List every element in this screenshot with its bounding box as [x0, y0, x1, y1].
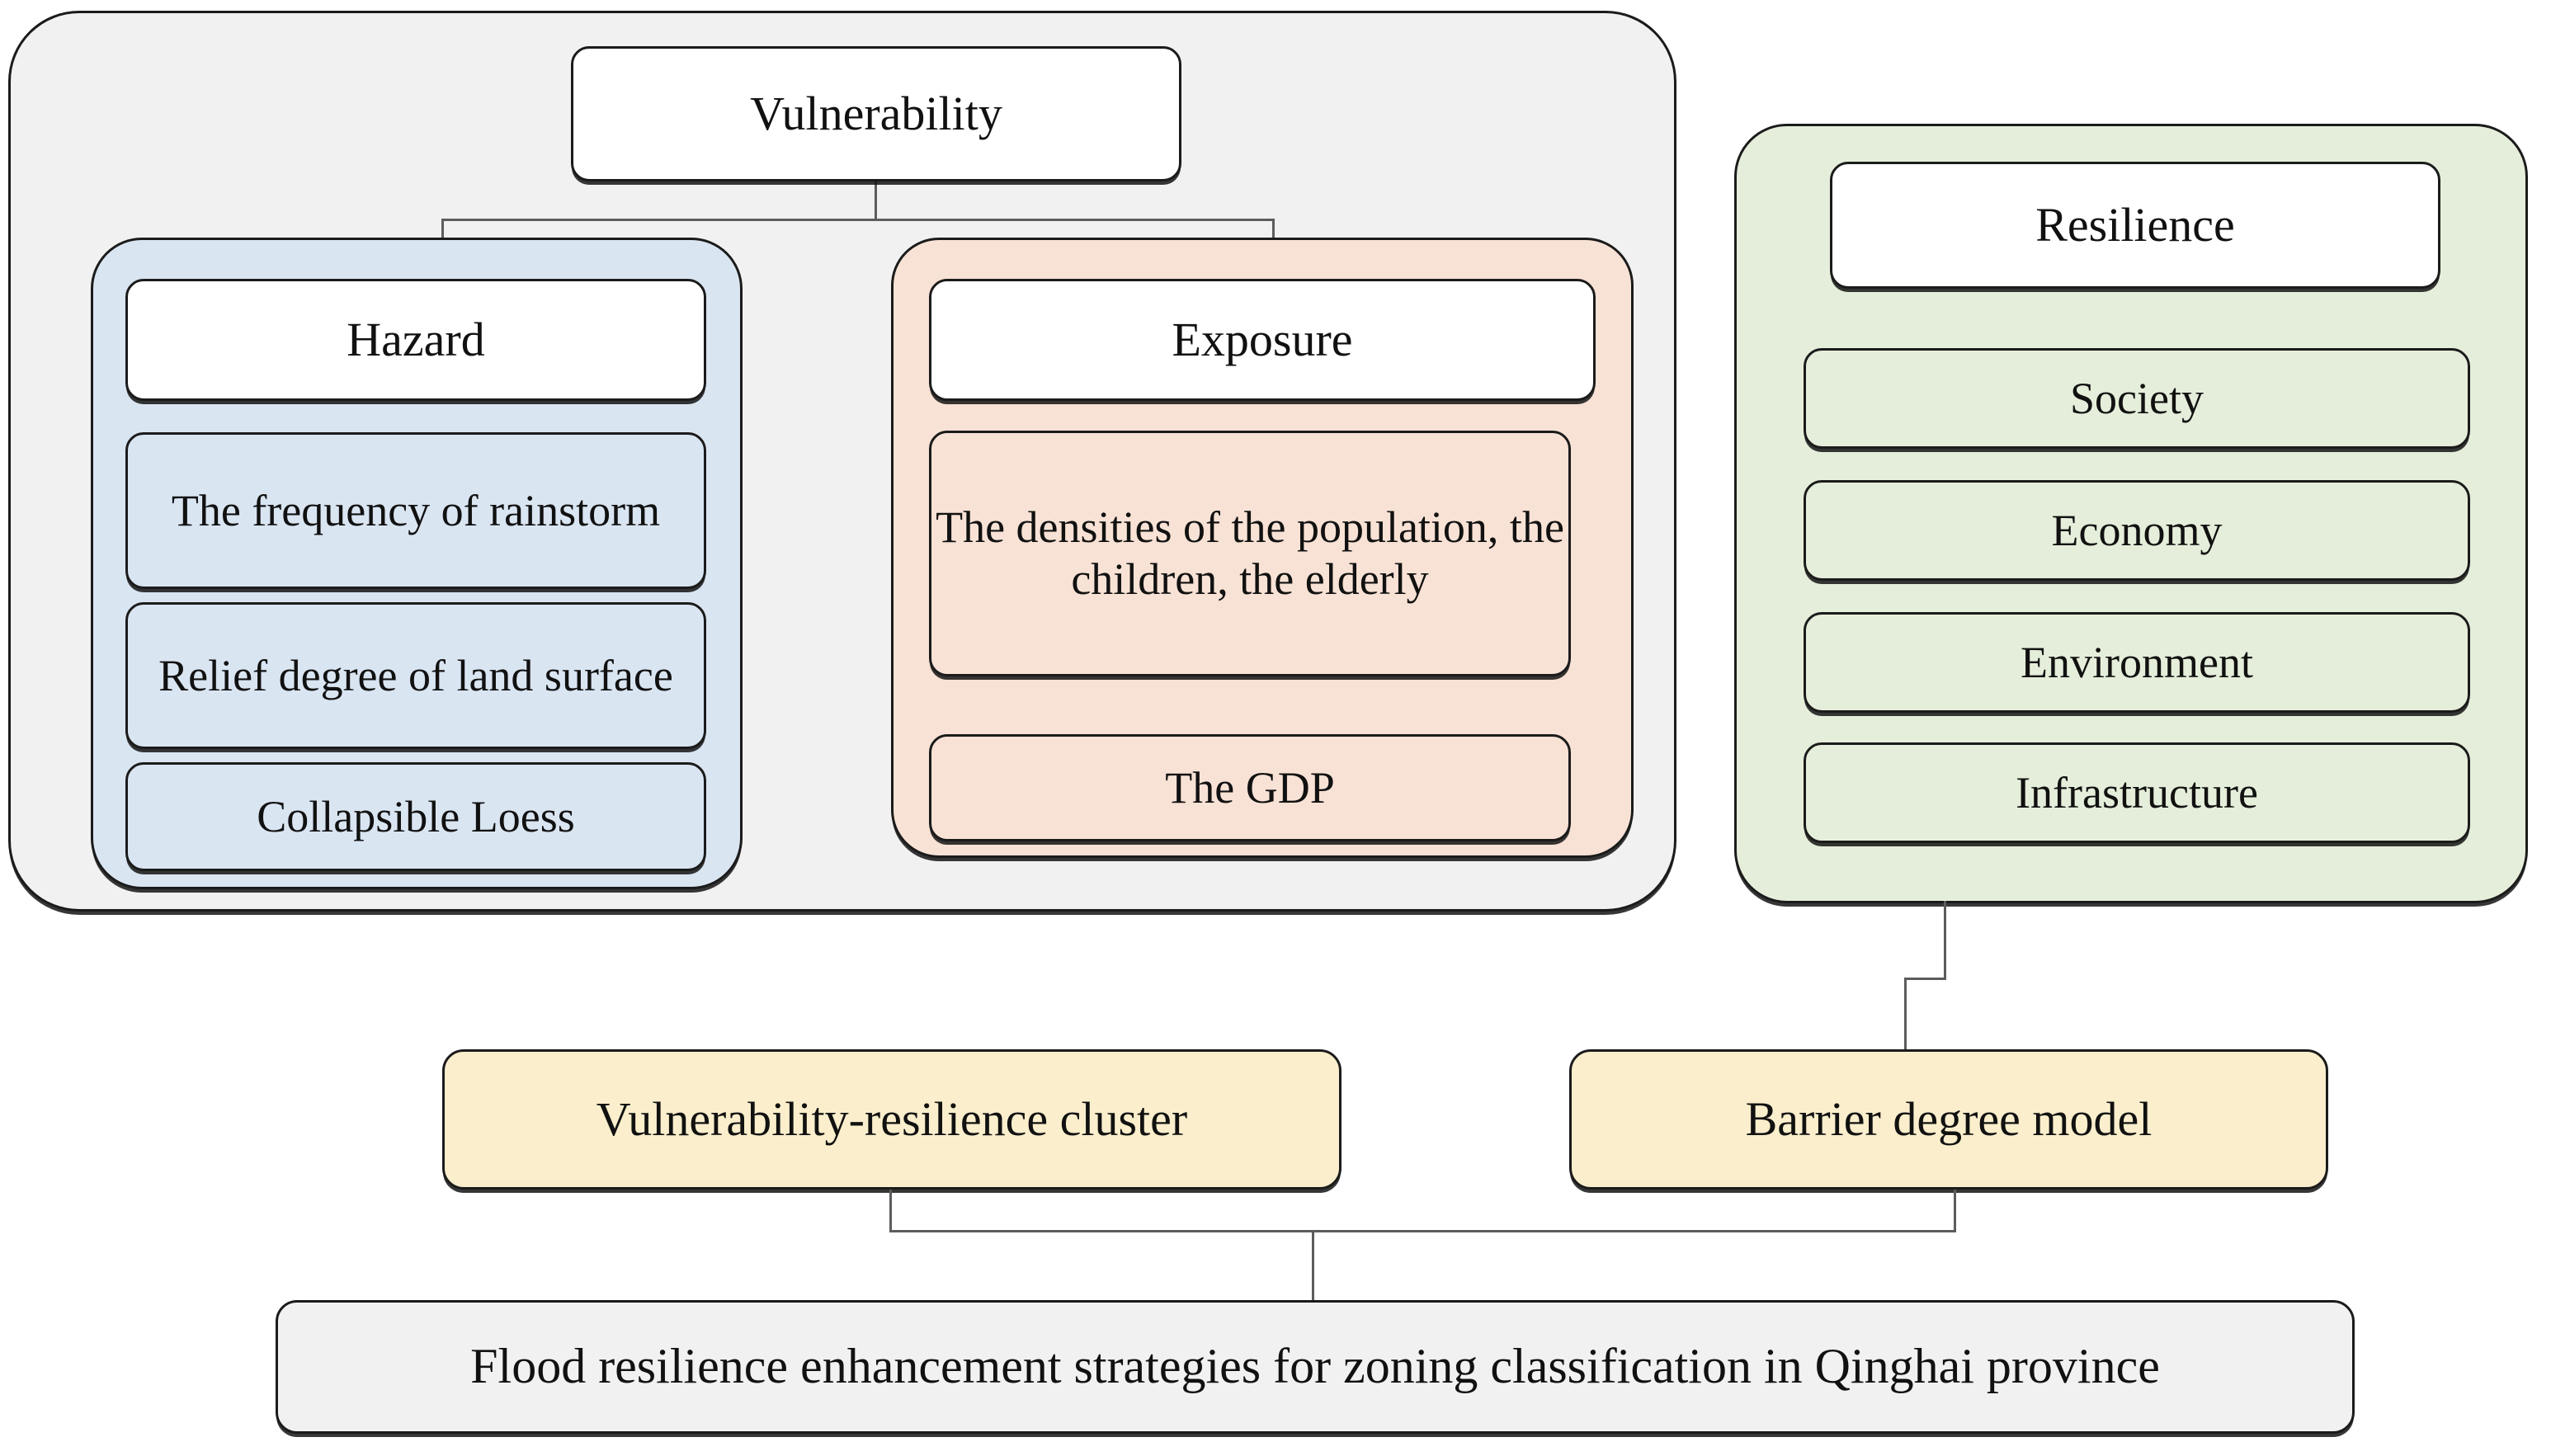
- hazard-indicator-rainstorm-frequency[interactable]: The frequency of rainstorm: [125, 432, 706, 589]
- hazard-indicator-label: The frequency of rainstorm: [171, 485, 661, 535]
- connector-resilience-stem: [1944, 901, 1946, 980]
- exposure-label: Exposure: [1172, 313, 1353, 367]
- resilience-dimension-environment[interactable]: Environment: [1804, 612, 2470, 713]
- outcome-label: Flood resilience enhancement strategies …: [470, 1339, 2160, 1394]
- connector-barrier-drop: [1954, 1190, 1956, 1232]
- barrier-degree-model-box[interactable]: Barrier degree model: [1569, 1049, 2328, 1190]
- exposure-indicator-gdp[interactable]: The GDP: [929, 734, 1571, 841]
- connector-vulnerability-to-exposure: [1272, 219, 1275, 242]
- connector-vulnerability-bar: [441, 219, 1275, 221]
- vulnerability-title-box[interactable]: Vulnerability: [571, 46, 1181, 181]
- resilience-dimension-label: Environment: [2021, 637, 2253, 687]
- hazard-label: Hazard: [347, 313, 485, 367]
- connector-resilience-jog: [1904, 978, 1946, 980]
- barrier-label: Barrier degree model: [1745, 1092, 2153, 1147]
- exposure-indicator-label: The GDP: [1165, 762, 1335, 813]
- connector-models-bar: [889, 1230, 1956, 1232]
- resilience-dimension-label: Society: [2070, 373, 2204, 423]
- connector-models-to-outcome: [1312, 1230, 1314, 1303]
- resilience-dimension-society[interactable]: Society: [1804, 348, 2470, 449]
- resilience-label: Resilience: [2035, 198, 2235, 252]
- exposure-indicator-densities[interactable]: The densities of the population, the chi…: [929, 431, 1571, 676]
- hazard-indicator-collapsible-loess[interactable]: Collapsible Loess: [125, 762, 706, 871]
- exposure-indicator-label: The densities of the population, the chi…: [936, 502, 1564, 604]
- hazard-title-box[interactable]: Hazard: [125, 279, 706, 401]
- connector-vulnerability-stem: [875, 181, 877, 221]
- resilience-dimension-infrastructure[interactable]: Infrastructure: [1804, 742, 2470, 843]
- connector-cluster-drop: [889, 1190, 892, 1232]
- hazard-indicator-label: Collapsible Loess: [257, 791, 575, 841]
- hazard-indicator-relief-degree[interactable]: Relief degree of land surface: [125, 602, 706, 749]
- resilience-dimension-label: Economy: [2051, 505, 2223, 555]
- resilience-dimension-label: Infrastructure: [2016, 767, 2258, 818]
- resilience-title-box[interactable]: Resilience: [1830, 162, 2440, 289]
- exposure-title-box[interactable]: Exposure: [929, 279, 1596, 401]
- vulnerability-label: Vulnerability: [750, 87, 1002, 141]
- hazard-indicator-label: Relief degree of land surface: [158, 650, 673, 700]
- outcome-box[interactable]: Flood resilience enhancement strategies …: [276, 1300, 2355, 1434]
- vulnerability-resilience-cluster-box[interactable]: Vulnerability-resilience cluster: [442, 1049, 1342, 1190]
- resilience-dimension-economy[interactable]: Economy: [1804, 480, 2470, 581]
- cluster-label: Vulnerability-resilience cluster: [596, 1092, 1188, 1147]
- connector-resilience-to-barrier: [1904, 978, 1907, 1052]
- connector-vulnerability-to-hazard: [441, 219, 444, 242]
